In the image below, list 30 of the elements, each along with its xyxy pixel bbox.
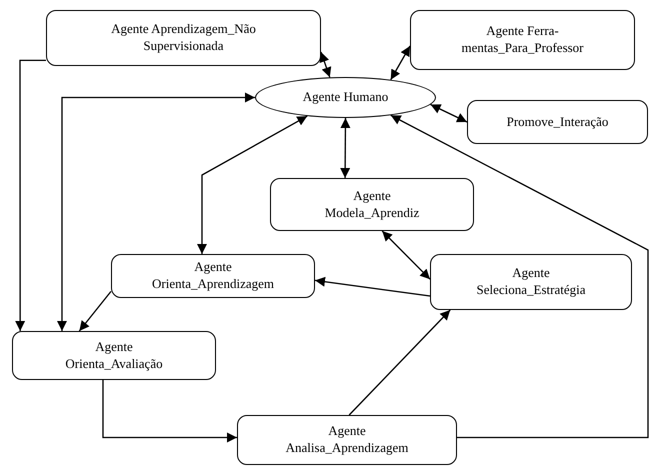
arrow [320,52,332,78]
arrow [390,46,411,80]
arrow [314,276,430,297]
agent-label: Agente Humano [302,89,388,106]
agent-label: Agente Analisa_Aprendizagem [284,423,410,457]
agent-label: Agente Ferra- mentas_Para_Professor [460,23,585,57]
agent-box [237,415,457,465]
arrow [390,114,649,438]
agent-box [12,331,216,380]
arrow [382,230,430,280]
arrow [15,60,46,331]
arrow [78,291,112,332]
agent-box [46,10,321,66]
agent-label: Agente Orienta_Avaliação [64,338,164,372]
agent-box [410,10,635,70]
agent-label: Agente Seleciona_Estratégia [475,265,586,299]
agent-box [270,178,474,231]
agent-box [430,254,632,310]
arrow [56,92,255,331]
arrow [102,380,237,442]
agent-box [467,100,648,144]
agent-label: Agente Aprendizagem_Não Supervisionada [110,21,257,55]
arrow [430,104,468,123]
arrow [340,118,350,178]
arrow [348,310,451,416]
agent-box [111,254,315,298]
agent-label: Agente Orienta_Aprendizagem [150,259,275,293]
agent-label: Agente Modela_Aprendiz [324,188,420,222]
arrow [196,116,308,254]
agent-label: Promove_Interação [506,114,608,130]
